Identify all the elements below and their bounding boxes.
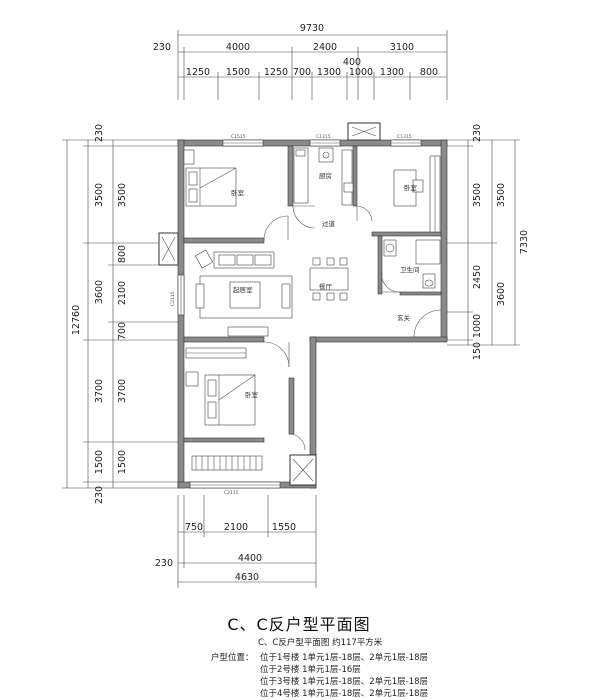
location-row-4: 位于4号楼 1单元1层-18层、2单元1层-18层 xyxy=(260,689,429,699)
room-labels: 卧室 卧室 厨房 过道 起居室 餐厅 卫生间 玄关 卧室 xyxy=(231,171,420,399)
dim-left-col2-1: 800 xyxy=(117,245,128,263)
dim-top-overall: 9730 xyxy=(300,23,324,34)
dim-top-row3-7: 800 xyxy=(420,67,438,78)
dim-right-col1-0: 230 xyxy=(472,124,483,142)
bottom-dimensions: 750 2100 1550 230 4400 4630 xyxy=(155,495,317,588)
dim-top-row3-6: 1300 xyxy=(380,67,404,78)
dim-right-overall: 7330 xyxy=(519,230,530,254)
sofa-set xyxy=(194,249,293,337)
dim-bottom-row3: 4630 xyxy=(235,572,259,583)
dim-bottom-row1-0: 750 xyxy=(185,522,203,533)
room-label-bedroom-top: 卧室 xyxy=(231,188,245,197)
window-tag-2: C1315 xyxy=(316,134,331,140)
dim-left-col2-0: 3500 xyxy=(117,183,128,207)
room-label-bathroom: 卫生间 xyxy=(400,265,420,274)
dim-left-col2-4: 3700 xyxy=(117,379,128,403)
location-row-3: 位于3号楼 1单元1层-18层、2单元1层-18层 xyxy=(260,677,429,687)
left-dimensions: 12760 230 3500 3600 3700 1500 230 3500 8… xyxy=(62,124,178,504)
location-row-2: 位于2号楼 1单元1层-16层 xyxy=(260,665,361,675)
window-tag-5: C2115 xyxy=(224,490,239,496)
doors xyxy=(263,205,442,451)
plan-title: C、C反户型平面图 xyxy=(227,615,371,634)
right-dimensions: 230 3500 2450 1000 150 3500 3600 7330 xyxy=(447,124,530,360)
window-tag-4: C2115 xyxy=(170,291,176,306)
window-tag-1: C1515 xyxy=(231,134,246,140)
dim-right-col1-3: 1000 xyxy=(472,314,483,338)
room-label-entry: 玄关 xyxy=(397,313,411,322)
interior-walls xyxy=(183,145,442,443)
dim-right-col1-2: 2450 xyxy=(472,265,483,289)
dim-top-row3-0: 1250 xyxy=(186,67,210,78)
dim-top-mid: 400 xyxy=(343,57,361,68)
bed-bottom-left xyxy=(185,347,256,426)
room-label-living: 起居室 xyxy=(233,285,253,294)
dim-left-col1-5: 230 xyxy=(94,486,105,504)
room-label-bedroom-bottom: 卧室 xyxy=(245,390,259,399)
dim-top-row3-5: 1000 xyxy=(349,67,373,78)
location-row-1: 位于1号楼 1单元1层-18层、2单元1层-18层 xyxy=(260,653,429,663)
dim-left-col2-5: 1500 xyxy=(117,450,128,474)
dim-top-row2-1: 4000 xyxy=(226,42,250,53)
dim-right-col2-1: 3600 xyxy=(496,282,507,306)
dim-top-row3-1: 1500 xyxy=(226,67,250,78)
dim-top-row3-2: 1250 xyxy=(264,67,288,78)
dim-top-row2-2: 2400 xyxy=(313,42,337,53)
dim-left-col1-2: 3600 xyxy=(94,280,105,304)
room-label-bedroom-right: 卧室 xyxy=(404,183,418,192)
dim-left-col1-4: 1500 xyxy=(94,450,105,474)
dim-top-row2-0: 230 xyxy=(153,42,171,53)
bathroom-fixtures xyxy=(383,239,441,289)
dining-table xyxy=(309,257,349,301)
windows xyxy=(158,122,422,489)
bed-top-left xyxy=(183,149,237,207)
location-label: 户型位置： xyxy=(211,653,254,663)
dim-left-col1-0: 230 xyxy=(94,124,105,142)
desk-right-bedroom xyxy=(393,155,441,233)
dim-right-col1-4: 150 xyxy=(472,342,483,360)
dim-bottom-row2-0: 230 xyxy=(155,558,173,569)
window-tag-3: C1315 xyxy=(397,134,412,140)
dim-right-col1-1: 3500 xyxy=(472,183,483,207)
dim-bottom-row1-2: 1550 xyxy=(272,522,296,533)
top-dimensions: 9730 230 4000 2400 3100 400 1250 1500 12… xyxy=(153,23,448,100)
dim-bottom-row1-1: 2100 xyxy=(224,522,248,533)
window-tags: C1515 C1315 C1315 C2115 C2115 xyxy=(170,134,412,496)
dim-top-row3-4: 1300 xyxy=(317,67,341,78)
kitchen-counter xyxy=(293,147,354,206)
dim-top-row3-3: 700 xyxy=(293,67,311,78)
balcony-railing xyxy=(191,455,263,471)
room-label-corridor: 过道 xyxy=(322,219,336,228)
plan-subtitle: C、C反户型平面图 约117平方米 xyxy=(258,638,383,648)
dim-left-col1-1: 3500 xyxy=(94,183,105,207)
dim-bottom-row2-1: 4400 xyxy=(238,553,262,564)
room-label-kitchen: 厨房 xyxy=(319,171,332,180)
dim-right-col2-0: 3500 xyxy=(496,183,507,207)
dim-top-row2-3: 3100 xyxy=(390,42,414,53)
room-label-dining: 餐厅 xyxy=(319,282,333,291)
dim-left-col2-3: 700 xyxy=(117,322,128,340)
dim-left-col2-2: 2100 xyxy=(117,281,128,305)
dim-left-col1-3: 3700 xyxy=(94,379,105,403)
dim-left-overall: 12760 xyxy=(71,305,82,335)
